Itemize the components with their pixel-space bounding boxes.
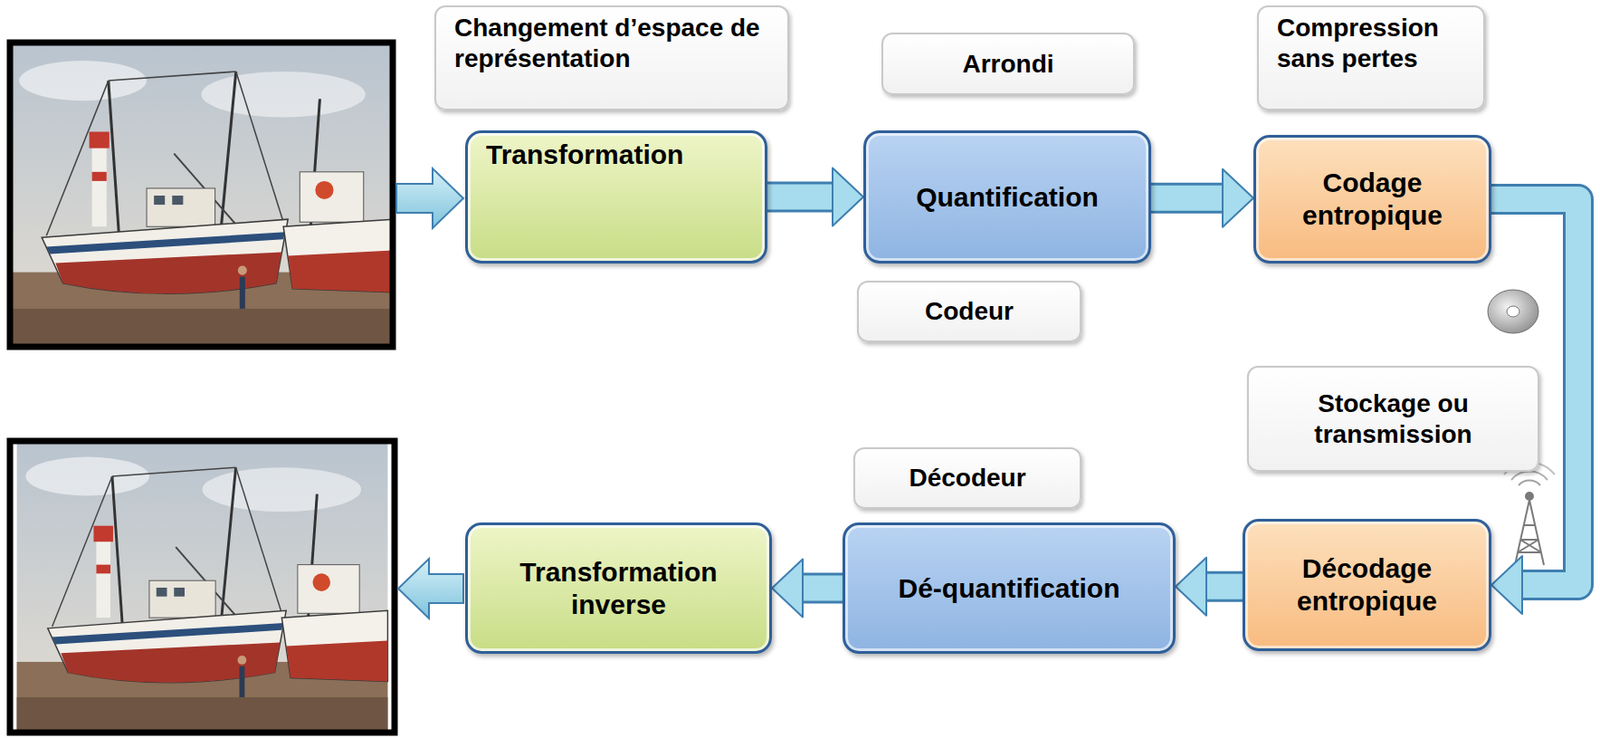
- process-box: Dé-quantification: [842, 522, 1176, 654]
- annotation-box: Codeur: [857, 280, 1082, 343]
- box-text: Changement d’espace de représentation: [454, 12, 762, 74]
- arrow-outline: [767, 181, 835, 213]
- box-text: Dé-quantification: [898, 571, 1121, 605]
- annotation-box: Stockage ou transmission: [1247, 365, 1540, 472]
- arrow-head: [1175, 557, 1207, 616]
- decor-shape: [1511, 471, 1548, 480]
- box-text: Stockage ou transmission: [1266, 388, 1520, 449]
- box-text: Quantification: [915, 180, 1099, 214]
- annotation-box: Arrondi: [881, 32, 1135, 96]
- decor-shape: [1518, 480, 1541, 486]
- arrow-outline: [1204, 571, 1243, 602]
- decor-shape: [1506, 305, 1520, 317]
- arrow-head: [771, 559, 803, 618]
- decor-shape: [9, 440, 395, 733]
- arrow-head: [832, 168, 864, 227]
- arrow-shaft: [1204, 573, 1243, 600]
- flow-arrow: [1151, 169, 1254, 228]
- annotation-box: Changement d’espace de représentation: [434, 5, 790, 111]
- photo-original: [9, 42, 393, 347]
- arrow-shaft: [1151, 185, 1225, 211]
- arrow-outline: [1151, 182, 1225, 214]
- photo-reconstructed: [9, 440, 395, 733]
- decor-shape: [398, 558, 464, 619]
- arrow-head: [1491, 555, 1523, 614]
- flow-arrow: [767, 168, 864, 227]
- decor-shape: [1525, 492, 1534, 500]
- decor-shape: [1487, 289, 1539, 334]
- output-arrow: [398, 558, 464, 619]
- decor-shape: [9, 42, 393, 347]
- disc-icon: [1487, 289, 1539, 334]
- arrow-shaft: [767, 184, 835, 210]
- annotation-box: Décodeur: [853, 447, 1082, 509]
- box-text: Décodeur: [908, 462, 1026, 494]
- flow-arrow: [771, 559, 843, 618]
- antenna-icon: [1504, 462, 1555, 565]
- decor-shape: [9, 44, 393, 345]
- process-box: Décodage entropique: [1242, 518, 1492, 651]
- box-text: Transformation inverse: [485, 555, 752, 621]
- arrow-outline: [800, 572, 843, 604]
- box-text: Codage entropique: [1274, 166, 1471, 232]
- process-box: Quantification: [863, 130, 1152, 264]
- input-arrow: [396, 168, 464, 229]
- process-box: Transformation inverse: [465, 522, 772, 654]
- box-text: Codeur: [924, 295, 1014, 327]
- process-box: Codage entropique: [1253, 134, 1492, 264]
- box-text: Compression sans pertes: [1276, 12, 1466, 74]
- process-box: Transformation: [465, 130, 768, 264]
- box-text: Transformation: [485, 138, 684, 172]
- arrow-head: [1222, 169, 1254, 228]
- annotation-box: Compression sans pertes: [1257, 5, 1486, 111]
- decor-shape: [17, 440, 389, 733]
- arrow-shaft: [800, 575, 843, 601]
- decor-shape: [396, 168, 464, 229]
- box-text: Arrondi: [961, 48, 1054, 80]
- box-text: Décodage entropique: [1263, 552, 1471, 618]
- decor-shape: [1514, 499, 1544, 565]
- flow-arrow: [1175, 557, 1243, 616]
